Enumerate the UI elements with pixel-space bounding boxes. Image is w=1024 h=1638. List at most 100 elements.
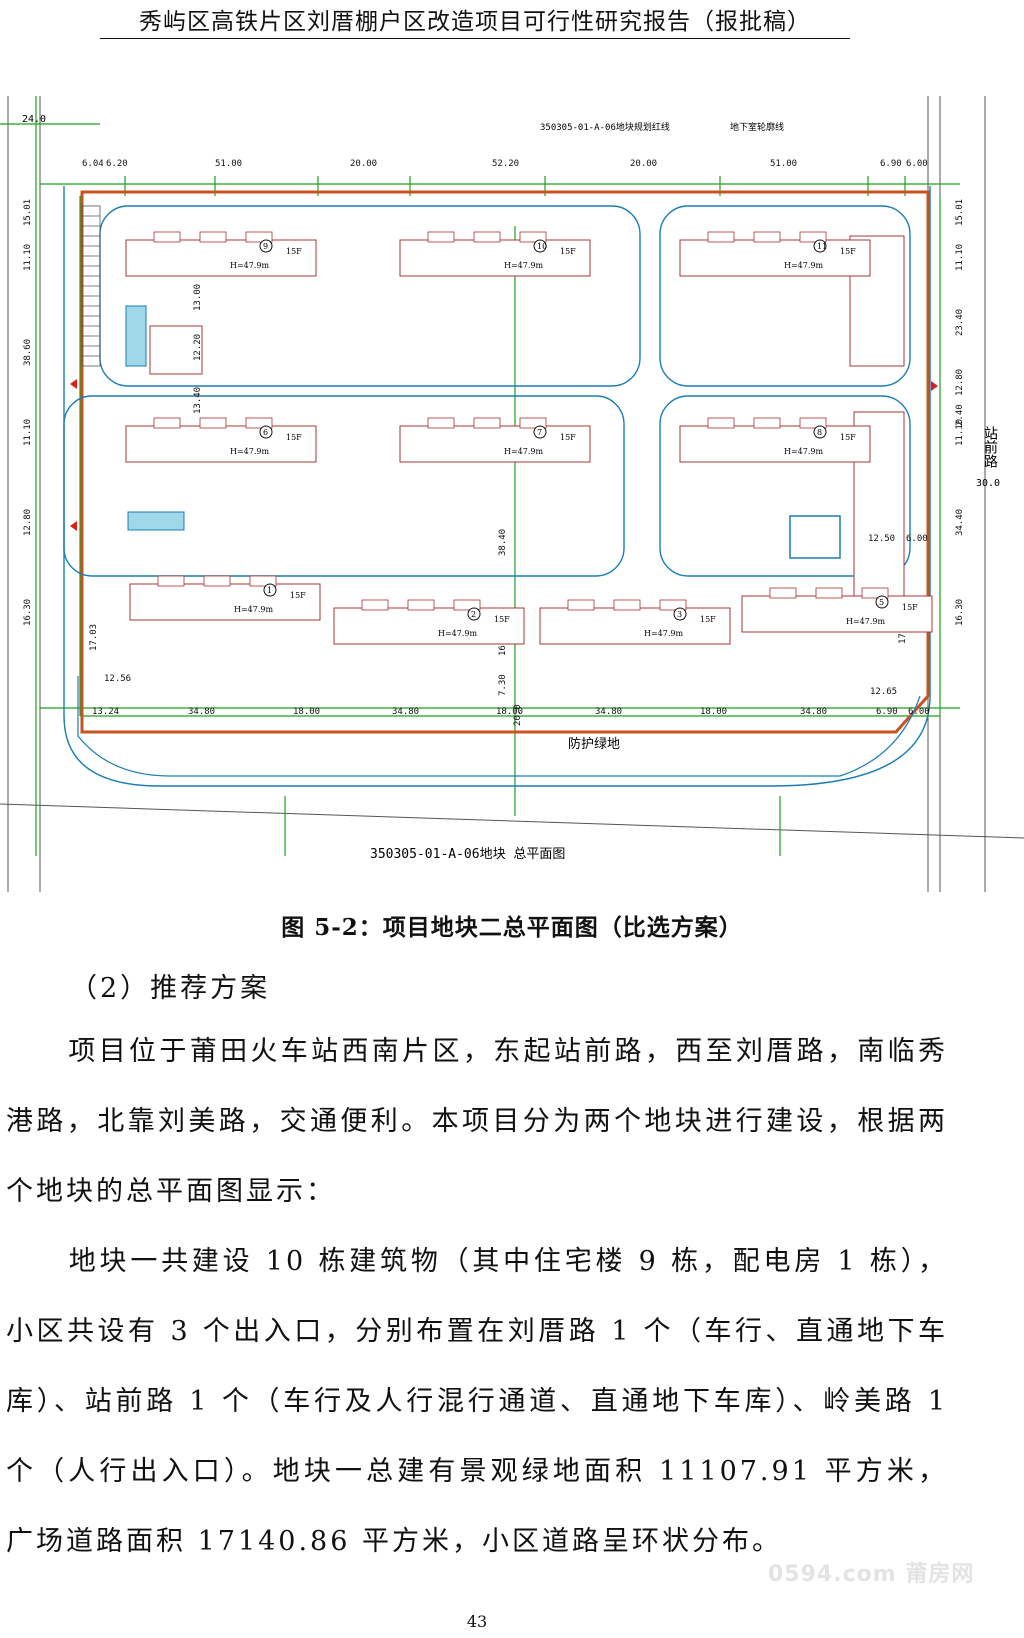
road-width-top-left: 24.0 — [22, 114, 46, 125]
building-number-marker — [813, 425, 827, 439]
misc-dim-8: 20.0 — [513, 704, 523, 726]
road-width-right: 30.0 — [976, 478, 1000, 489]
paragraph-location: 项目位于莆田火车站西南片区，东起站前路，西至刘厝路，南临秀港路，北靠刘美路，交通… — [6, 1017, 948, 1227]
building-number: 11 — [817, 242, 827, 251]
building-height: H=47.9m — [504, 447, 543, 456]
building-height: H=47.9m — [846, 617, 885, 626]
misc-dim-2: 13.40 — [193, 387, 203, 414]
building-wing — [245, 417, 273, 429]
top-dim-3: 20.00 — [350, 159, 377, 169]
figure-caption: 图 5-2：项目地块二总平面图（比选方案） — [281, 914, 743, 941]
top-dim-8: 6.00 — [906, 159, 928, 169]
building-wing — [519, 417, 547, 429]
bottom-dim-7: 34.80 — [800, 707, 827, 717]
building-wing — [427, 417, 455, 429]
building-number: 1 — [267, 586, 272, 595]
misc-dim-10: 12.56 — [104, 674, 131, 684]
building-floors: 15F — [290, 591, 306, 600]
building-wing — [203, 575, 231, 587]
building-wing — [799, 231, 827, 243]
building-number-marker — [259, 239, 273, 253]
building-wing — [567, 599, 595, 611]
green-belt-label: 防护绿地 — [568, 736, 620, 752]
building-wing — [707, 417, 735, 429]
paragraph-block-one: 地块一共建设 10 栋建筑物（其中住宅楼 9 栋，配电房 1 栋），小区共设有 … — [6, 1227, 948, 1577]
bottom-dim-1: 34.80 — [188, 707, 215, 717]
building-number-marker — [263, 583, 277, 597]
right-dim-7: 16.30 — [955, 599, 965, 626]
bottom-dim-3: 34.80 — [392, 707, 419, 717]
misc-dim-12: 12.65 — [870, 687, 897, 697]
building-wing — [249, 575, 277, 587]
top-dim-2: 51.00 — [215, 159, 242, 169]
paragraph-block-one-text: 地块一共建设 10 栋建筑物（其中住宅楼 9 栋，配电房 1 栋），小区共设有 … — [6, 1246, 948, 1557]
building-wing — [453, 599, 481, 611]
building-outline — [741, 595, 933, 633]
building-height: H=47.9m — [230, 261, 269, 270]
misc-dim-5: 6.00 — [906, 534, 928, 544]
building-outline — [129, 583, 321, 621]
residential-building-5: 5 15F H=47.9m — [741, 587, 933, 633]
building-wing — [519, 231, 547, 243]
bottom-dim-0: 13.24 — [92, 707, 119, 717]
building-number: 2 — [471, 610, 476, 619]
building-wing — [157, 575, 185, 587]
right-dim-6: 34.40 — [955, 509, 965, 536]
building-wing — [245, 231, 273, 243]
building-number: 5 — [879, 598, 884, 607]
building-height: H=47.9m — [504, 261, 543, 270]
misc-dim-4: 12.50 — [868, 534, 895, 544]
building-number: 7 — [537, 428, 542, 437]
building-outline — [399, 425, 591, 463]
building-wing — [473, 231, 501, 243]
misc-dim-3: 38.40 — [498, 529, 508, 556]
bottom-dim-9: 6.00 — [908, 707, 930, 717]
building-floors: 15F — [494, 615, 510, 624]
building-outline — [539, 607, 731, 645]
building-wing — [659, 599, 687, 611]
residential-building-7: 7 15F H=47.9m — [399, 417, 591, 463]
top-dim-4: 52.20 — [492, 159, 519, 169]
building-wing — [707, 231, 735, 243]
building-height: H=47.9m — [438, 629, 477, 638]
top-dim-5: 20.00 — [630, 159, 657, 169]
right-dim-4: 2.40 — [955, 404, 965, 426]
building-number: 8 — [817, 428, 822, 437]
building-height: H=47.9m — [230, 447, 269, 456]
right-dim-5: 11.10 — [955, 419, 965, 446]
misc-dim-1: 12.20 — [193, 334, 203, 361]
right-dim-3: 12.80 — [955, 369, 965, 396]
building-number-marker — [259, 425, 273, 439]
right-dim-1: 11.10 — [955, 244, 965, 271]
building-wing — [799, 417, 827, 429]
building-floors: 15F — [560, 433, 576, 442]
left-dim-3: 11.10 — [23, 419, 33, 446]
building-number-marker — [467, 607, 481, 621]
building-number-marker — [813, 239, 827, 253]
top-dim-1: 6.20 — [106, 159, 128, 169]
building-number-marker — [533, 425, 547, 439]
building-floors: 15F — [902, 603, 918, 612]
building-outline — [125, 425, 317, 463]
bottom-dim-5: 34.80 — [595, 707, 622, 717]
building-floors: 15F — [286, 433, 302, 442]
top-dim-6: 51.00 — [770, 159, 797, 169]
building-wing — [153, 231, 181, 243]
building-number: 9 — [263, 242, 268, 251]
building-wing — [861, 587, 889, 599]
left-dim-2: 38.60 — [23, 339, 33, 366]
building-outline — [125, 239, 317, 277]
right-dim-0: 15.01 — [955, 199, 965, 226]
building-wing — [613, 599, 641, 611]
building-wing — [815, 587, 843, 599]
building-wing — [407, 599, 435, 611]
underground-label: 地下室轮廓线 — [730, 121, 784, 133]
block-label-bottom: 350305-01-A-06地块 总平面图 — [370, 847, 565, 862]
building-wing — [153, 417, 181, 429]
misc-dim-0: 13.00 — [193, 284, 203, 311]
building-outline — [679, 425, 871, 463]
building-floors: 15F — [840, 247, 856, 256]
station-road-label: 站前路 — [982, 426, 998, 468]
